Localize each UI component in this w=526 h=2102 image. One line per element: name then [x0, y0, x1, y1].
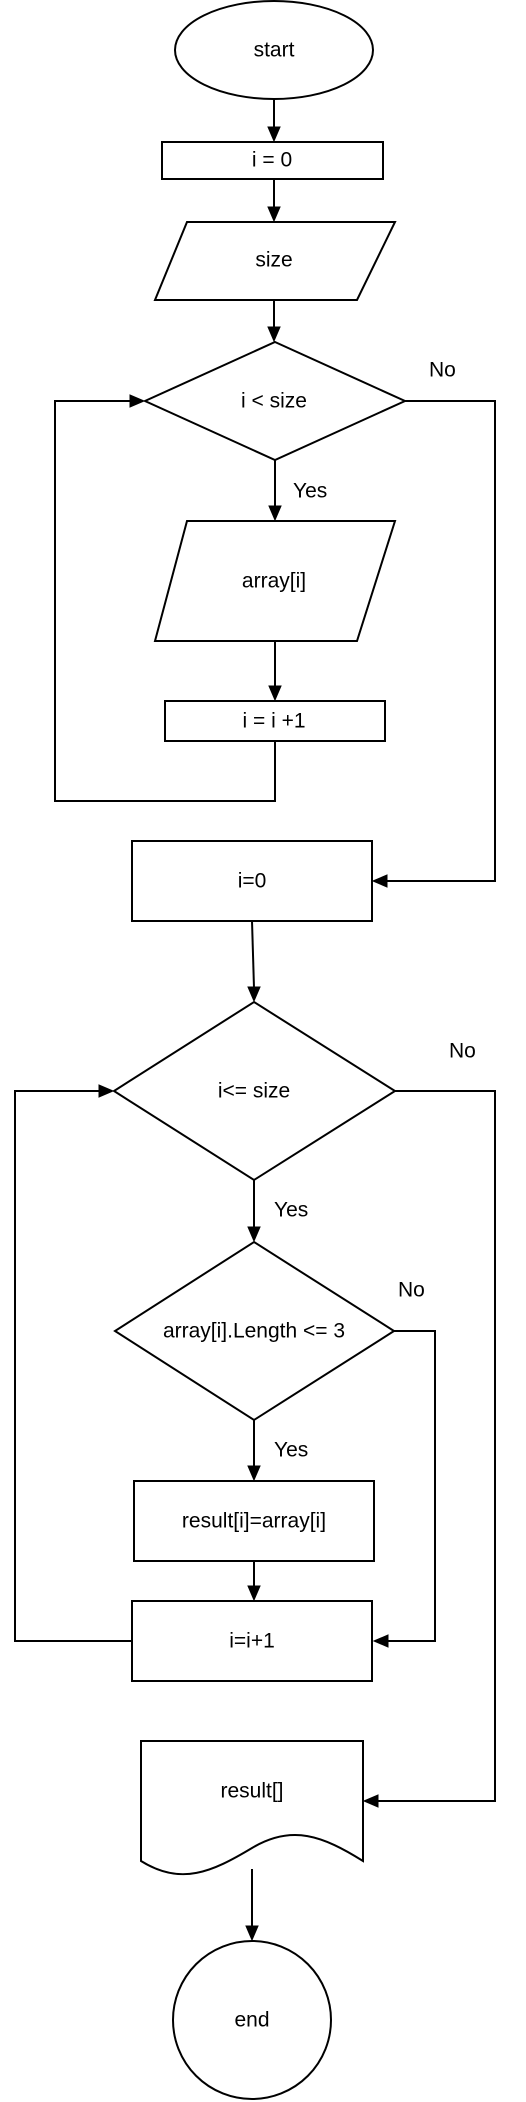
no-label-3: No	[398, 1279, 425, 1302]
inc-i2-label: i=i+1	[229, 1630, 275, 1653]
input-array-node	[153, 520, 397, 642]
yes-label-1: Yes	[293, 480, 327, 503]
inc-i-label: i = i +1	[242, 710, 305, 733]
edge-cond3-no	[387, 1330, 436, 1642]
edge-reset-to-cond2	[251, 920, 255, 989]
reset-i-label: i=0	[238, 870, 267, 893]
arrow-start-to-init	[267, 126, 281, 143]
arrow-output-to-end	[245, 1925, 259, 1942]
cond-size-label: i < size	[241, 390, 307, 413]
no-label-1: No	[429, 359, 456, 382]
input-array-label: array[i]	[242, 570, 306, 593]
arrow-cond3-no	[372, 1634, 389, 1648]
arrow-cond3-yes	[247, 1465, 261, 1482]
edge-loop1-back	[54, 400, 276, 802]
arrow-cond2-yes	[247, 1226, 261, 1243]
cond-le-label: i<= size	[218, 1080, 290, 1103]
arrow-init-to-size	[267, 206, 281, 223]
edge-cond2-no	[377, 1090, 496, 1802]
input-size-node	[153, 221, 397, 301]
end-label: end	[234, 2009, 269, 2032]
arrow-reset-to-cond2	[247, 986, 261, 1003]
arrow-assign-to-inc2	[247, 1585, 261, 1602]
init-i-label: i = 0	[252, 149, 292, 172]
edge-cond-no	[385, 400, 496, 882]
assign-result-node	[133, 1480, 375, 1562]
cond-length-label: array[i].Length <= 3	[163, 1320, 345, 1343]
yes-label-2: Yes	[274, 1199, 308, 1222]
arrow-cond-no	[371, 874, 388, 888]
arrow-size-to-cond	[267, 326, 281, 343]
yes-label-3: Yes	[274, 1439, 308, 1462]
inc-i2-node	[131, 1600, 373, 1682]
start-label: start	[254, 39, 295, 62]
input-size-label: size	[255, 249, 292, 272]
assign-result-label: result[i]=array[i]	[182, 1510, 326, 1533]
init-i-node	[161, 141, 384, 180]
arrow-cond2-no	[362, 1794, 379, 1808]
arrow-loop2-back	[98, 1084, 115, 1098]
edge-loop2-back	[14, 1090, 132, 1642]
output-result-node	[140, 1740, 364, 1876]
no-label-2: No	[449, 1040, 476, 1063]
output-result-label: result[]	[220, 1780, 283, 1803]
arrow-array-to-inc	[268, 685, 282, 702]
arrow-cond-yes	[268, 505, 282, 522]
inc-i-node	[164, 700, 386, 742]
arrow-loop1-back	[129, 394, 146, 408]
